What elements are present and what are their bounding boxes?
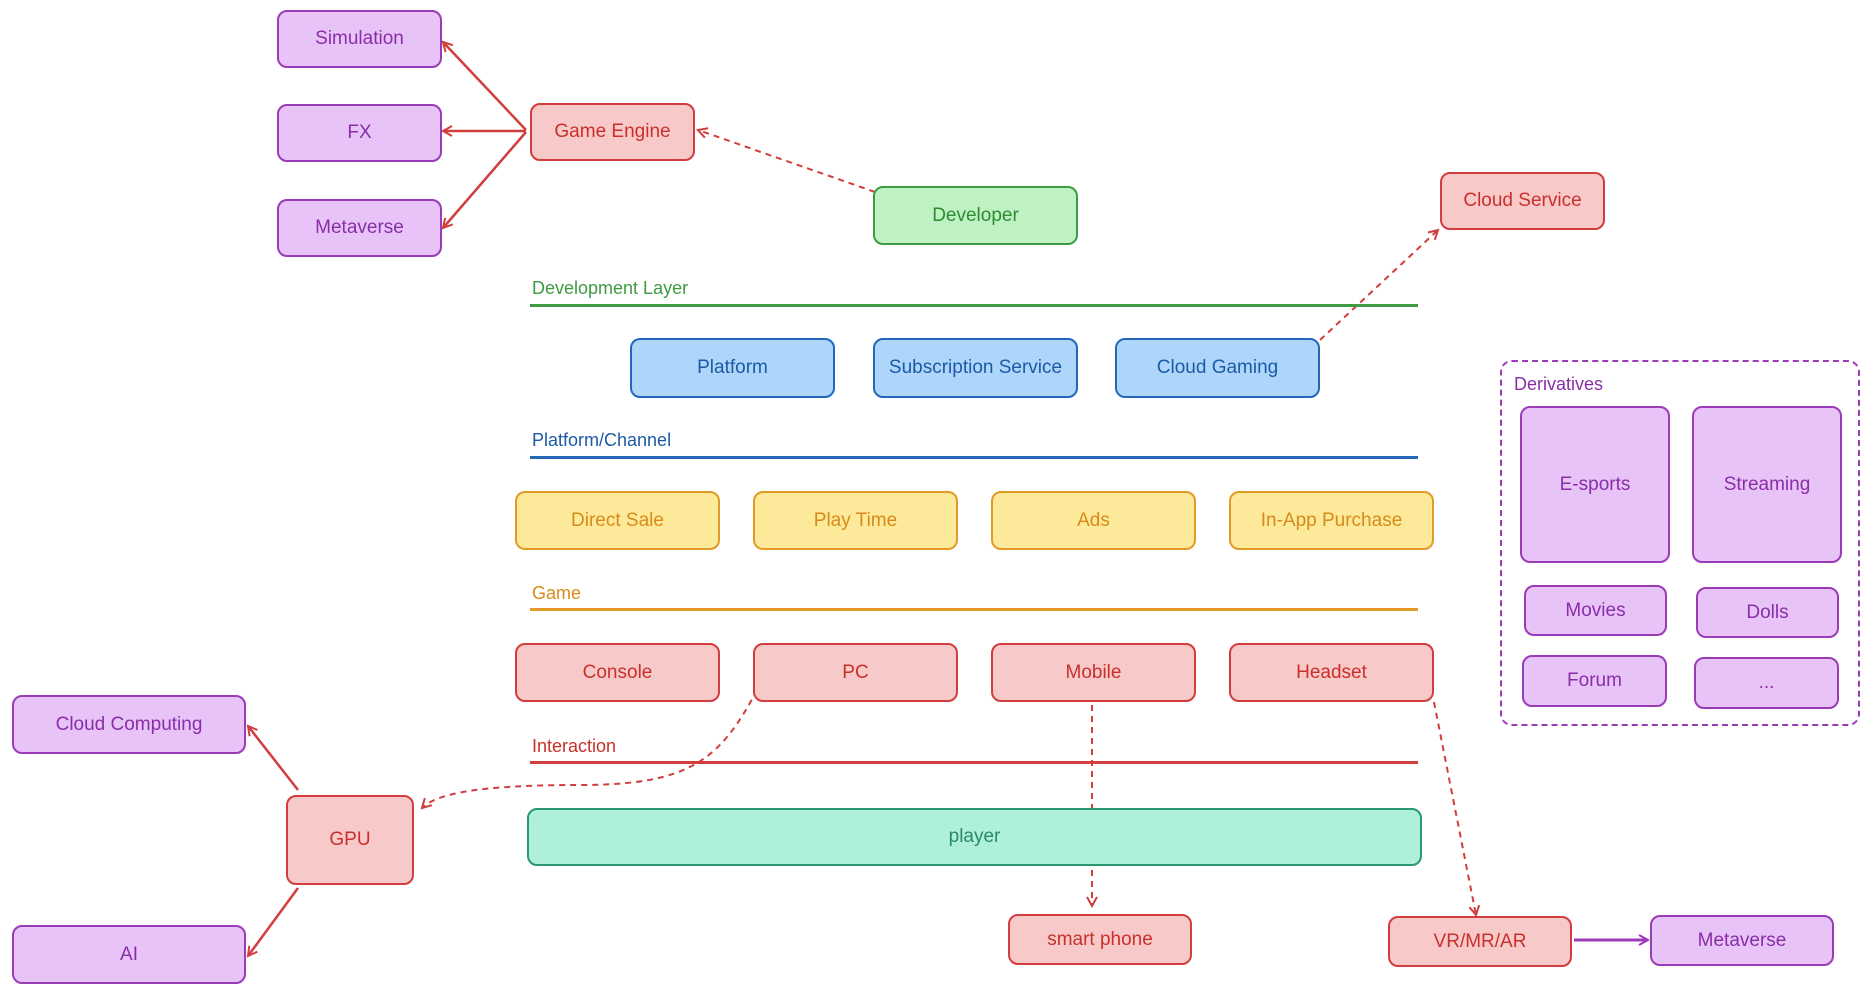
arrow-engine-simulation <box>443 42 527 131</box>
cloud-computing-label: Cloud Computing <box>55 713 203 735</box>
simulation-node[interactable]: Simulation <box>277 10 442 68</box>
arrow-pc-gpu <box>422 689 758 808</box>
platform-channel-line <box>530 456 1418 459</box>
headset-node[interactable]: Headset <box>1229 643 1434 702</box>
cloud-computing-node[interactable]: Cloud Computing <box>12 695 246 754</box>
pc-label: PC <box>842 661 869 683</box>
interaction-layer-label: Interaction <box>532 736 617 756</box>
smart-phone-label: smart phone <box>1047 928 1153 950</box>
movies-node[interactable]: Movies <box>1524 585 1667 636</box>
in-app-purchase-label: In-App Purchase <box>1260 509 1403 531</box>
player-label: player <box>948 826 1001 847</box>
subscription-service-node[interactable]: Subscription Service <box>873 338 1078 398</box>
developer-node[interactable]: Developer <box>873 186 1078 245</box>
development-layer-line <box>530 304 1418 307</box>
metaverse-engine-label: Metaverse <box>315 217 404 238</box>
console-label: Console <box>582 661 653 683</box>
streaming-label: Streaming <box>1723 473 1811 495</box>
development-layer-label: Development Layer <box>532 278 689 298</box>
developer-label: Developer <box>932 204 1019 226</box>
direct-sale-label: Direct Sale <box>571 509 664 531</box>
platform-channel-label: Platform/Channel <box>532 430 672 450</box>
ai-label: AI <box>120 943 138 965</box>
cloud-gaming-node[interactable]: Cloud Gaming <box>1115 338 1320 398</box>
game-engine-node[interactable]: Game Engine <box>530 103 695 161</box>
ai-node[interactable]: AI <box>12 925 246 984</box>
headset-label: Headset <box>1296 661 1367 683</box>
cloud-gaming-label: Cloud Gaming <box>1156 357 1279 378</box>
cloud-service-label: Cloud Service <box>1463 190 1582 211</box>
play-time-node[interactable]: Play Time <box>753 491 958 550</box>
more-node[interactable]: ... <box>1694 657 1839 709</box>
mobile-label: Mobile <box>1065 661 1122 683</box>
game-layer-line <box>530 608 1418 611</box>
fx-label: FX <box>347 122 372 143</box>
dolls-node[interactable]: Dolls <box>1696 587 1839 638</box>
ads-node[interactable]: Ads <box>991 491 1196 550</box>
arrow-cloudgaming-cloudservice <box>1319 230 1438 341</box>
vr-mr-ar-label: VR/MR/AR <box>1433 930 1527 952</box>
simulation-label: Simulation <box>315 28 404 49</box>
game-layer-label: Game <box>532 583 582 603</box>
gpu-node[interactable]: GPU <box>286 795 414 885</box>
movies-label: Movies <box>1565 599 1626 621</box>
arrow-gpu-ai <box>248 887 300 956</box>
esports-label: E-sports <box>1559 473 1631 495</box>
cloud-service-node[interactable]: Cloud Service <box>1440 172 1605 230</box>
arrow-developer-engine <box>698 130 876 193</box>
vr-mr-ar-node[interactable]: VR/MR/AR <box>1388 916 1572 967</box>
metaverse-output-node[interactable]: Metaverse <box>1650 915 1834 966</box>
derivatives-title: Derivatives <box>1514 374 1604 394</box>
esports-node[interactable]: E-sports <box>1520 406 1670 563</box>
mobile-node[interactable]: Mobile <box>991 643 1196 702</box>
more-label: ... <box>1758 672 1775 693</box>
interaction-layer-line <box>530 761 1418 764</box>
game-engine-label: Game Engine <box>554 121 671 142</box>
gpu-label: GPU <box>329 829 371 850</box>
arrow-headset-vr <box>1433 701 1476 915</box>
subscription-service-label: Subscription Service <box>888 357 1063 378</box>
ads-label: Ads <box>1077 509 1110 531</box>
forum-node[interactable]: Forum <box>1522 655 1667 707</box>
dolls-label: Dolls <box>1746 601 1789 623</box>
arrow-gpu-cloudcomputing <box>248 726 299 791</box>
derivatives-group <box>1500 360 1860 726</box>
pc-node[interactable]: PC <box>753 643 958 702</box>
play-time-label: Play Time <box>813 509 898 531</box>
smart-phone-node[interactable]: smart phone <box>1008 914 1192 965</box>
platform-node[interactable]: Platform <box>630 338 835 398</box>
platform-label: Platform <box>697 357 768 378</box>
player-node[interactable]: player <box>527 808 1422 866</box>
console-node[interactable]: Console <box>515 643 720 702</box>
forum-label: Forum <box>1567 670 1622 691</box>
metaverse-engine-node[interactable]: Metaverse <box>277 199 442 257</box>
streaming-node[interactable]: Streaming <box>1692 406 1842 563</box>
in-app-purchase-node[interactable]: In-App Purchase <box>1229 491 1434 550</box>
arrow-engine-metaverse <box>443 131 527 228</box>
fx-node[interactable]: FX <box>277 104 442 162</box>
metaverse-output-label: Metaverse <box>1697 929 1787 951</box>
direct-sale-node[interactable]: Direct Sale <box>515 491 720 550</box>
